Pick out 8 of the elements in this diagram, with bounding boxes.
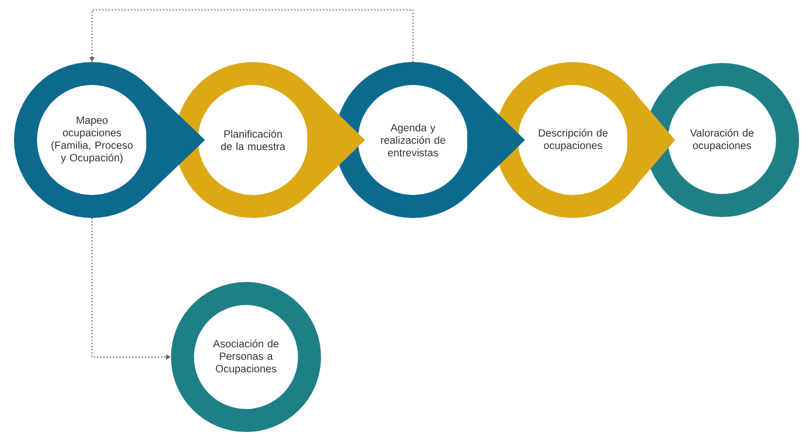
ring: Mapeo ocupaciones (Familia, Proceso y Ocupación)	[14, 62, 170, 218]
ring: Planificación de la muestra	[175, 62, 331, 218]
pointed-tip	[146, 84, 205, 196]
pointed-tip	[467, 84, 525, 196]
pointed-tip	[307, 84, 365, 196]
ring: Asociación de Personas a Ocupaciones	[171, 282, 321, 432]
pointed-tip	[627, 84, 675, 196]
ring: Agenda y realización de entrevistas	[335, 62, 491, 218]
